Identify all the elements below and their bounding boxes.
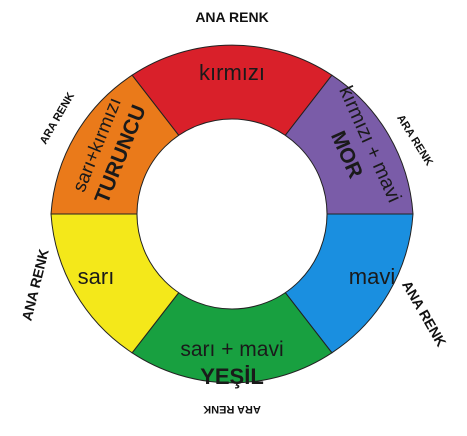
label-green-line1: sarı + mavi <box>180 338 283 361</box>
label-yellow: sarı <box>78 264 115 289</box>
label-blue: mavi <box>349 264 395 289</box>
outer-label-top: ANA RENK <box>195 9 268 25</box>
center-hole <box>136 118 328 310</box>
label-red: kırmızı <box>199 60 265 85</box>
outer-label-left: ANA RENK <box>19 247 52 322</box>
outer-label-upper-left: ARA RENK <box>38 90 77 146</box>
label-green-line2: YEŞİL <box>200 364 264 389</box>
outer-label-bottom: ARA RENK <box>203 403 261 415</box>
outer-label-lower-right: ANA RENK <box>399 278 450 350</box>
